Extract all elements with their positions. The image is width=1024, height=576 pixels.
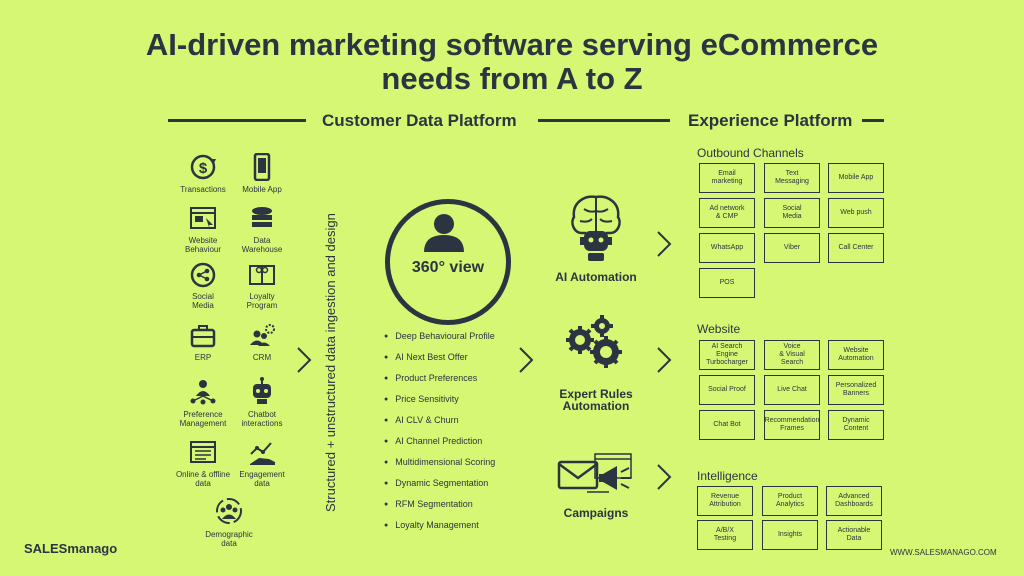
list-item: AI Channel Prediction <box>384 434 495 455</box>
list-item: RFM Segmentation <box>384 497 495 518</box>
chevron-right-icon <box>657 347 672 373</box>
database-icon <box>252 207 272 227</box>
divider-middle <box>538 119 670 122</box>
channel-box: WhatsApp <box>699 233 755 263</box>
divider-right <box>862 119 884 122</box>
source-crm: CRM <box>232 323 292 362</box>
intelligence-title: Intelligence <box>697 469 758 483</box>
channel-box: Mobile App <box>828 163 884 193</box>
logo-text: SALESmanago <box>24 541 118 556</box>
people-gear-icon <box>250 324 275 346</box>
campaigns-label: Campaigns <box>563 506 629 520</box>
list-item: Product Preferences <box>384 371 495 392</box>
title-line-2: needs from A to Z <box>381 61 643 96</box>
ai-brain-robot-icon <box>571 195 621 261</box>
robot-icon <box>253 377 271 404</box>
website-box: Social Proof <box>699 375 755 405</box>
experience-heading: Experience Platform <box>688 111 853 130</box>
chevron-icon <box>480 267 504 279</box>
person-icon <box>424 214 464 252</box>
intelligence-box: Insights <box>762 520 818 550</box>
source-transactions: $ Transactions <box>173 153 233 194</box>
channel-box: Ad network& CMP <box>699 198 755 228</box>
salesmanago-logo: SALESmanago <box>24 541 117 556</box>
gears-icon <box>566 315 622 368</box>
website-title: Website <box>697 322 741 336</box>
group-cycle-icon <box>216 498 242 524</box>
view-360-label: 360° view <box>411 259 485 276</box>
campaign-megaphone-icon <box>557 453 632 493</box>
channel-box: Web push <box>828 198 884 228</box>
chevron-right-icon <box>657 231 672 257</box>
chevron-right-icon <box>519 347 534 373</box>
website-box: Chat Bot <box>699 410 755 440</box>
dollar-cycle-icon: $ <box>190 154 216 180</box>
channel-box: Call Center <box>828 233 884 263</box>
page-title: AI-driven marketing software serving eCo… <box>0 28 1024 96</box>
feature-list: Deep Behavioural Profile AI Next Best Of… <box>384 329 495 539</box>
chevron-right-icon <box>297 347 312 373</box>
ai-automation-label: AI Automation <box>555 270 637 284</box>
source-erp: ERP <box>173 323 233 362</box>
list-item: Price Sensitivity <box>384 392 495 413</box>
channel-box: POS <box>699 268 755 298</box>
channel-box: Viber <box>764 233 820 263</box>
smartphone-icon <box>253 153 271 181</box>
profile-360-circle <box>385 199 511 325</box>
gift-card-icon <box>249 265 275 285</box>
divider-left <box>168 119 306 122</box>
list-item: Loyalty Management <box>384 518 495 539</box>
footer-url: WWW.SALESMANAGO.COM <box>890 548 997 557</box>
list-item: Multidimensional Scoring <box>384 455 495 476</box>
svg-text:$: $ <box>199 160 208 177</box>
browser-list-icon <box>190 441 216 463</box>
browser-cursor-icon <box>190 207 216 230</box>
list-item: Dynamic Segmentation <box>384 476 495 497</box>
ingestion-vertical-label: Structured + unstructured data ingestion… <box>323 213 338 512</box>
title-line-1: AI-driven marketing software serving eCo… <box>145 27 879 62</box>
website-box: Live Chat <box>764 375 820 405</box>
outbound-channels-title: Outbound Channels <box>697 146 804 160</box>
chart-hand-icon <box>250 442 275 465</box>
share-icon <box>190 262 216 288</box>
briefcase-icon <box>190 325 216 348</box>
list-item: AI Next Best Offer <box>384 350 495 371</box>
cdp-heading: Customer Data Platform <box>322 111 517 130</box>
source-mobile-app: Mobile App <box>232 153 292 194</box>
list-item: Deep Behavioural Profile <box>384 329 495 350</box>
chevron-right-icon <box>657 464 672 490</box>
list-item: AI CLV & Churn <box>384 413 495 434</box>
network-person-icon <box>190 380 216 405</box>
